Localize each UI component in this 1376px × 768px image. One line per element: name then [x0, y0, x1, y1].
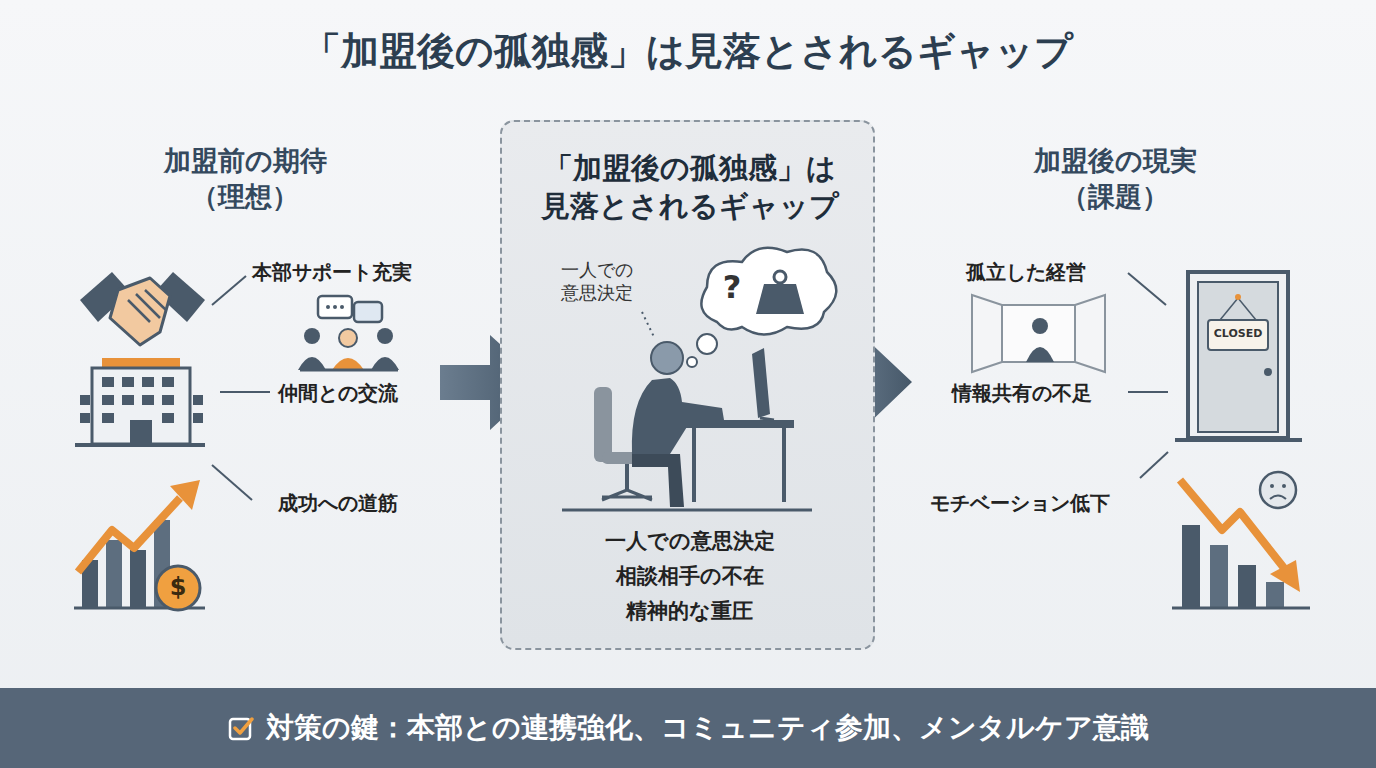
item-label: 成功への道筋 — [278, 490, 398, 517]
item-label: 仲間との交流 — [278, 380, 398, 407]
gap-panel: 「加盟後の孤独感」は 見落とされるギャップ一人での 意思決定一人での意思決定相談… — [500, 120, 875, 650]
coin-symbol: $ — [164, 573, 192, 601]
handshake-icon — [80, 272, 205, 345]
question-mark: ? — [718, 268, 746, 306]
isolation-icon — [972, 295, 1105, 372]
item-label: 本部サポート充実 — [252, 259, 412, 286]
item-label: モチベーション低下 — [930, 490, 1110, 517]
band-text: 対策の鍵：本部との連携強化、コミュニティ参加、メンタルケア意識 — [266, 709, 1149, 747]
item-label: 孤立した経営 — [966, 259, 1086, 286]
list-item: 一人での意思決定 — [502, 527, 877, 555]
decline-chart-icon — [1172, 472, 1310, 608]
sign-text: CLOSED — [1208, 327, 1268, 340]
growth-chart-icon — [74, 480, 205, 610]
column-heading: 加盟前の期待 （理想） — [135, 143, 355, 216]
list-item: 精神的な重圧 — [502, 597, 877, 625]
list-item: 相談相手の不在 — [502, 562, 877, 590]
title: 「加盟後の孤独感」は見落とされるギャップ — [38, 26, 1338, 77]
item-label: 情報共有の不足 — [952, 380, 1092, 407]
building-icon — [75, 358, 205, 445]
column-heading: 加盟後の現実 （課題） — [1005, 143, 1225, 216]
panel-heading: 「加盟後の孤独感」は 見落とされるギャップ — [517, 150, 862, 225]
callout-text: 一人での 意思決定 — [537, 258, 657, 305]
closed-door-icon — [1175, 272, 1302, 440]
meeting-icon — [298, 296, 399, 370]
solution-band: 対策の鍵：本部との連携強化、コミュニティ参加、メンタルケア意識 — [0, 688, 1376, 768]
checkbox-icon — [228, 715, 254, 741]
